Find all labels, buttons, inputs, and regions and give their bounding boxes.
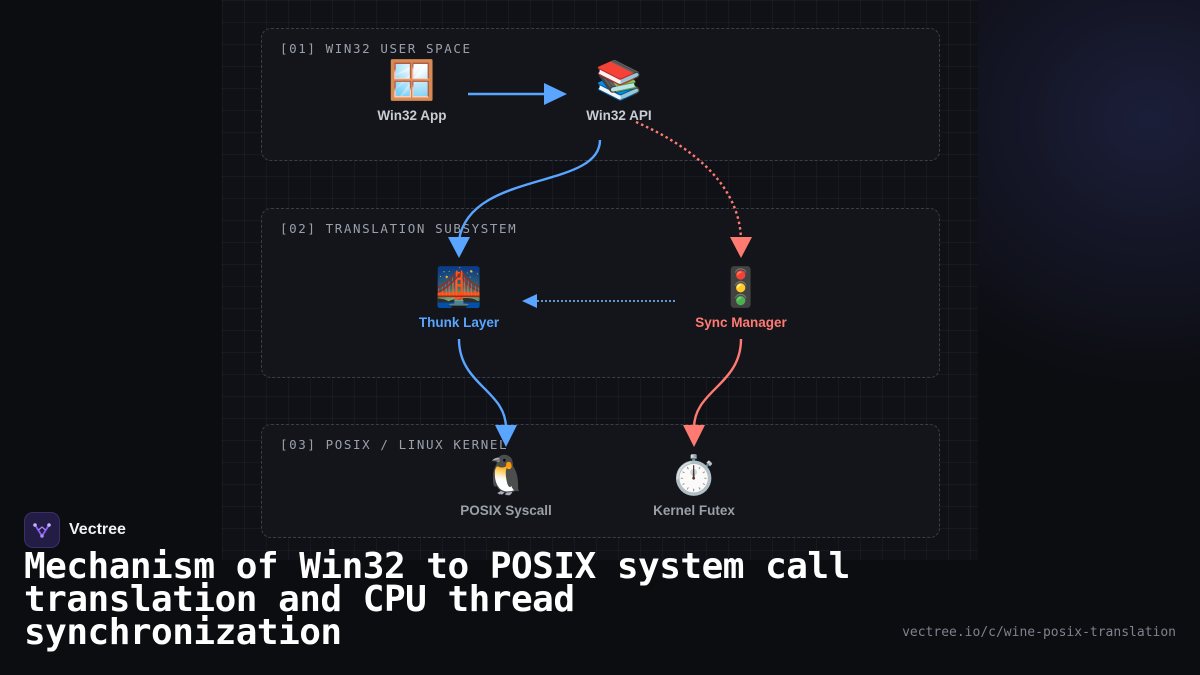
bridge-icon: 🌉: [435, 265, 483, 309]
books-icon: 📚: [595, 58, 643, 102]
penguin-icon: 🐧: [482, 453, 530, 497]
node-sync-manager: 🚦 Sync Manager: [671, 265, 811, 330]
node-win32-api: 📚 Win32 API: [549, 58, 689, 123]
node-label: Sync Manager: [695, 315, 787, 330]
node-win32-app: 🪟 Win32 App: [342, 58, 482, 123]
stopwatch-icon: ⏱️: [670, 453, 718, 497]
brand: Vectree: [24, 512, 126, 548]
layer-title: [03] POSIX / LINUX KERNEL: [280, 437, 509, 452]
traffic-light-icon: 🚦: [717, 265, 765, 309]
layer-posix-linux-kernel: [03] POSIX / LINUX KERNEL: [261, 424, 940, 538]
node-label: POSIX Syscall: [460, 503, 552, 518]
brand-name: Vectree: [69, 521, 126, 538]
source-url[interactable]: vectree.io/c/wine-posix-translation: [902, 625, 1176, 640]
node-label: Win32 App: [377, 108, 447, 123]
layer-translation-subsystem: [02] TRANSLATION SUBSYSTEM: [261, 208, 940, 378]
vectree-logo-icon: [24, 512, 60, 548]
node-label: Kernel Futex: [653, 503, 735, 518]
layer-win32-user-space: [01] WIN32 USER SPACE: [261, 28, 940, 161]
node-posix-syscall: 🐧 POSIX Syscall: [436, 453, 576, 518]
node-label: Win32 API: [586, 108, 652, 123]
node-thunk-layer: 🌉 Thunk Layer: [389, 265, 529, 330]
page-title: Mechanism of Win32 to POSIX system call …: [24, 546, 850, 653]
layer-title: [01] WIN32 USER SPACE: [280, 41, 472, 56]
node-label: Thunk Layer: [418, 315, 500, 330]
window-icon: 🪟: [388, 58, 436, 102]
node-kernel-futex: ⏱️ Kernel Futex: [624, 453, 764, 518]
layer-title: [02] TRANSLATION SUBSYSTEM: [280, 221, 518, 236]
